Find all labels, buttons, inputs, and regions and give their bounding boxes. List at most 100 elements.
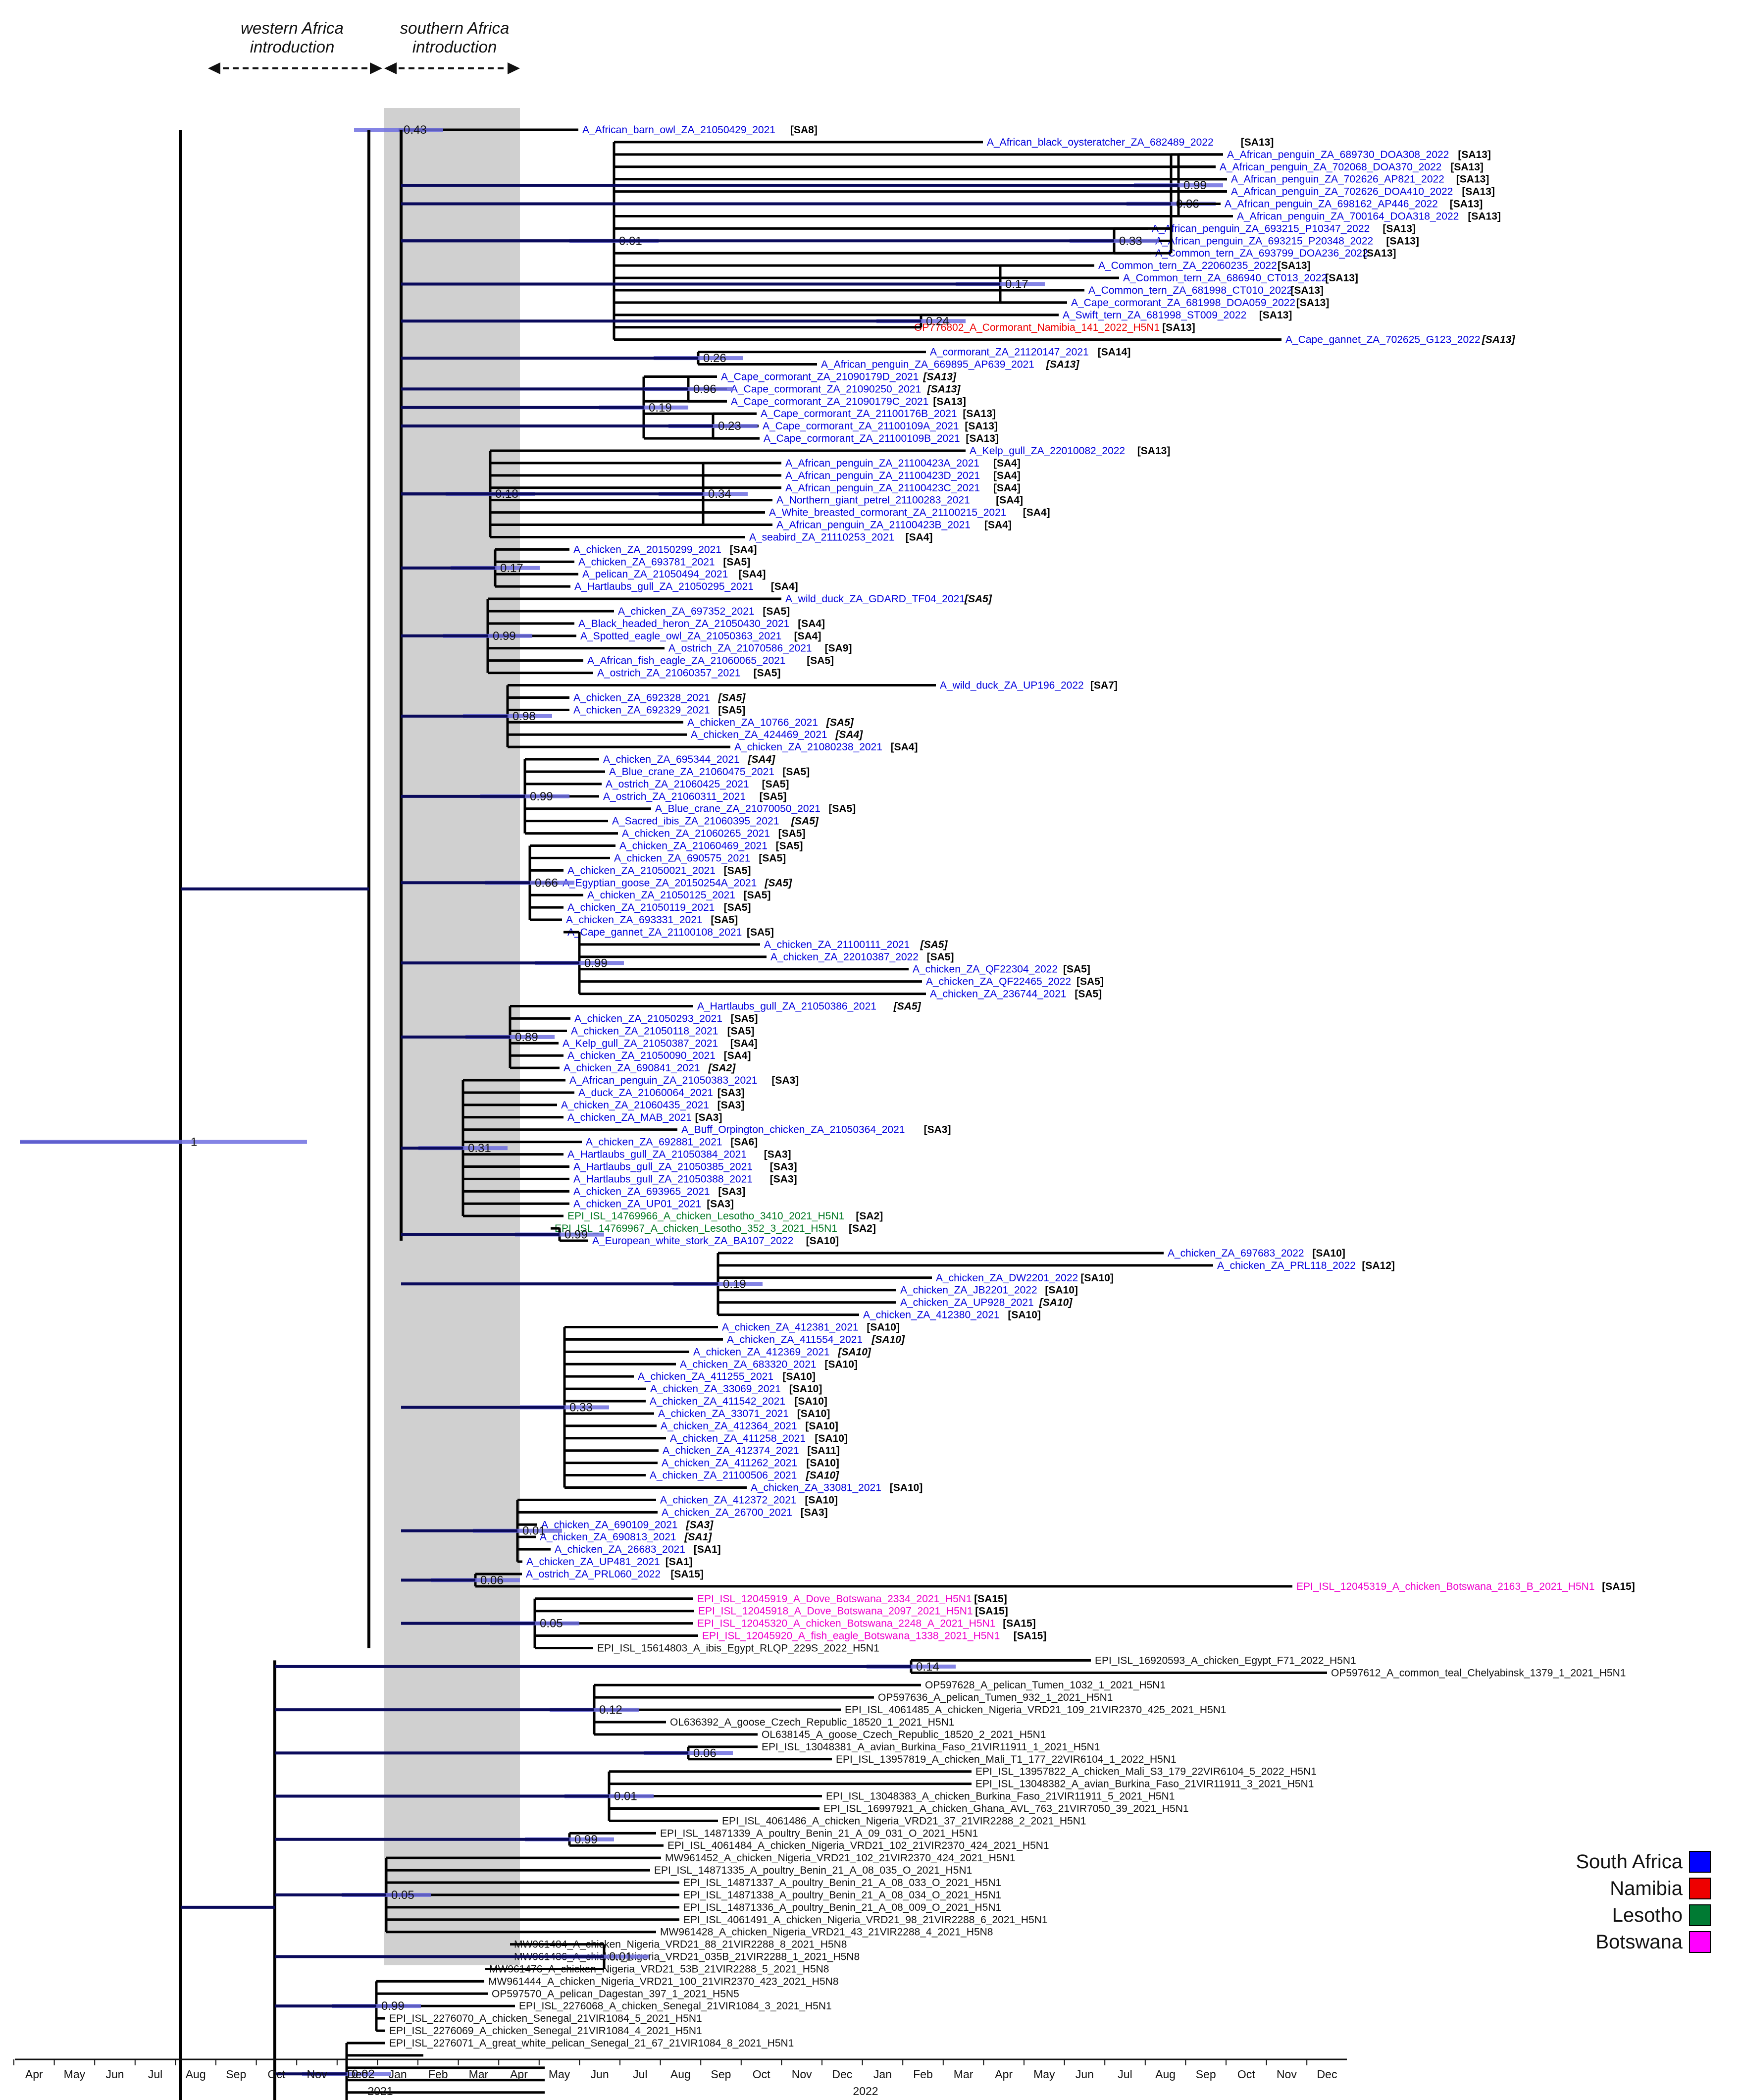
support-value: 0.01 [609, 1950, 632, 1964]
tree-tip: A_Hartlaubs_gull_ZA_21050388_2021[SA3] [573, 1173, 797, 1185]
tip-label: A_chicken_ZA_UP01_2021 [573, 1198, 701, 1209]
tip-label: A_wild_duck_ZA_GDARD_TF04_2021 [785, 593, 965, 605]
tip-label: A_Cape_cormorant_ZA_21090179D_2021 [721, 371, 919, 382]
clade-label: [SA5] [920, 939, 948, 950]
tree-tip: A_chicken_ZA_690813_2021[SA1] [540, 1531, 712, 1543]
clade-label: [SA15] [1003, 1618, 1036, 1629]
tip-label: A_Egyptian_goose_ZA_20150254A_2021 [563, 877, 757, 889]
tree-tip: A_chicken_ZA_693331_2021[SA5] [566, 914, 738, 926]
clade-label: [SA10] [867, 1321, 900, 1333]
tip-label: MW961452_A_chicken_Nigeria_VRD21_102_21V… [665, 1852, 1016, 1864]
tree-tip: A_Buff_Orpington_chicken_ZA_21050364_202… [681, 1124, 951, 1136]
legend-label: Lesotho [1612, 1904, 1683, 1926]
month-label: Jan [389, 2068, 407, 2081]
support-value: 0.24 [926, 315, 949, 328]
tip-label: EPI_ISL_13957819_A_chicken_Mali_T1_177_2… [836, 1754, 1177, 1765]
tip-label: A_chicken_ZA_UP928_2021 [900, 1297, 1034, 1309]
tip-label: A_chicken_ZA_692328_2021 [573, 692, 710, 703]
southern-africa-label-line2: introduction [412, 38, 497, 56]
clade-label: [SA13] [1450, 199, 1483, 210]
tip-label: A_African_penguin_ZA_21100423C_2021 [785, 482, 980, 494]
clade-label: [SA10] [797, 1408, 830, 1419]
month-label: Dec [832, 2068, 852, 2081]
hpd-bar [20, 1140, 307, 1144]
tip-label: OL638145_A_goose_Czech_Republic_18520_2_… [762, 1729, 1046, 1740]
tip-label: A_chicken_ZA_692881_2021 [586, 1137, 722, 1148]
tip-label: EPI_ISL_12045320_A_chicken_Botswana_2248… [697, 1618, 995, 1629]
tip-label: EPI_ISL_2276070_A_chicken_Senegal_21VIR1… [389, 2013, 702, 2024]
month-label: Jun [1076, 2068, 1094, 2081]
tree-tip: EPI_ISL_14871338_A_poultry_Benin_21_A_08… [683, 1890, 1001, 1901]
tip-label: EPI_ISL_14871338_A_poultry_Benin_21_A_08… [683, 1890, 1001, 1901]
clade-label: [SA2] [856, 1210, 883, 1222]
clade-label: [SA10] [890, 1482, 923, 1493]
clade-label: [SA5] [782, 766, 810, 778]
tip-label: EPI_ISL_2276068_A_chicken_Senegal_21VIR1… [519, 2000, 832, 2012]
clade-label: [SA4] [993, 470, 1021, 481]
tree-tip: A_Cape_cormorant_ZA_21100109B_2021[SA13] [764, 433, 999, 444]
tree-tip: A_chicken_ZA_692329_2021[SA5] [573, 704, 745, 716]
tree-tip: A_chicken_ZA_690575_2021[SA5] [614, 852, 786, 864]
tip-label: A_Common_tern_ZA_693799_DOA236_2022 [1155, 248, 1368, 259]
support-value: 0.99 [574, 1833, 598, 1846]
clade-label: [SA10] [805, 1494, 838, 1506]
clade-label: [SA5] [747, 927, 774, 938]
tree-tip: EPI_ISL_2276071_A_great_white_pelican_Se… [389, 2038, 794, 2049]
tip-label: A_Hartlaubs_gull_ZA_21050384_2021 [567, 1149, 747, 1160]
month-label: Aug [1155, 2068, 1176, 2081]
tree-tip: A_Hartlaubs_gull_ZA_21050295_2021[SA4] [574, 581, 798, 592]
tip-label: A_wild_duck_ZA_UP196_2022 [940, 680, 1084, 691]
tip-label: A_chicken_ZA_21050090_2021 [567, 1050, 716, 1061]
tree-tip: A_Kelp_gull_ZA_22010082_2022[SA13] [970, 445, 1170, 457]
tip-label: A_chicken_ZA_697683_2022 [1168, 1248, 1304, 1259]
tip-label: A_Blue_crane_ZA_21060475_2021 [609, 766, 774, 778]
southern-africa-annotation: southern Africa introduction [384, 19, 520, 74]
tip-label: EPI_ISL_4061485_A_chicken_Nigeria_VRD21_… [845, 1704, 1227, 1716]
month-label: Jun [105, 2068, 124, 2081]
tree-tip: A_African_penguin_ZA_702626_DOA410_2022[… [1231, 186, 1495, 198]
tree-tip: A_chicken_ZA_MAB_2021[SA3] [567, 1112, 722, 1123]
tree-tip: A_Cape_gannet_ZA_702625_G123_2022[SA13] [1285, 334, 1515, 346]
clade-label: [SA5] [731, 1013, 758, 1024]
clade-label: [SA5] [763, 606, 790, 617]
tip-label: EPI_ISL_15614803_A_ibis_Egypt_RLQP_229S_… [597, 1642, 879, 1654]
tip-label: A_chicken_ZA_20150299_2021 [573, 544, 721, 555]
tree-tip: A_ostrich_ZA_PRL060_2022[SA15] [526, 1569, 704, 1580]
clade-label: [SA5] [727, 1025, 755, 1037]
tree-tip: A_Hartlaubs_gull_ZA_21050384_2021[SA3] [567, 1149, 791, 1160]
clade-label: [SA13] [963, 408, 996, 420]
tree-tip: A_chicken_ZA_692328_2021[SA5] [573, 692, 746, 703]
clade-label: [SA4] [906, 531, 933, 543]
clade-label: [SA3] [924, 1124, 951, 1136]
support-value: 0.34 [708, 487, 731, 501]
tip-label: A_African_penguin_ZA_700164_DOA318_2022 [1237, 210, 1459, 222]
support-value: 0.01 [614, 1790, 637, 1803]
tip-label: A_chicken_ZA_411542_2021 [650, 1396, 785, 1407]
tree-tip: A_chicken_ZA_692881_2021 [SA6] [586, 1137, 758, 1148]
tree-tip: A_chicken_ZA_21050119_2021[SA5] [567, 902, 751, 913]
tip-label: A_chicken_ZA_424469_2021 [691, 729, 827, 740]
tree-tip: A_chicken_ZA_21050125_2021[SA5] [587, 890, 770, 901]
month-label: Jul [148, 2068, 162, 2081]
tip-label: EPI_ISL_13048383_A_chicken_Burkina_Faso_… [826, 1791, 1175, 1802]
month-label: Nov [792, 2068, 812, 2081]
tip-label: A_chicken_ZA_21060469_2021 [619, 840, 768, 852]
tree-tip: A_chicken_ZA_695344_2021[SA4] [603, 754, 775, 765]
clade-label: [SA6] [730, 1137, 758, 1148]
clade-label: [SA4] [993, 482, 1021, 494]
clade-label: [SA4] [794, 630, 821, 642]
tip-label: A_chicken_ZA_411554_2021 [727, 1334, 863, 1345]
tip-label: EPI_ISL_2276069_A_chicken_Senegal_21VIR1… [389, 2025, 702, 2037]
tip-label: A_chicken_ZA_690575_2021 [614, 852, 751, 864]
month-label: Nov [1277, 2068, 1297, 2081]
root-support-value: 1 [191, 1136, 197, 1149]
month-label: May [64, 2068, 86, 2081]
tree-tip: A_chicken_ZA_697352_2021[SA5] [618, 606, 790, 617]
clade-label: [SA4] [730, 1038, 758, 1049]
support-value: 0.99 [381, 1999, 405, 2013]
clade-label: [SA5] [754, 668, 781, 679]
tree-tip: A_chicken_ZA_QF22304_2022[SA5] [913, 964, 1090, 975]
clade-label: [SA10] [871, 1334, 905, 1345]
tree-tip: A_chicken_ZA_26700_2021[SA3] [662, 1507, 828, 1518]
